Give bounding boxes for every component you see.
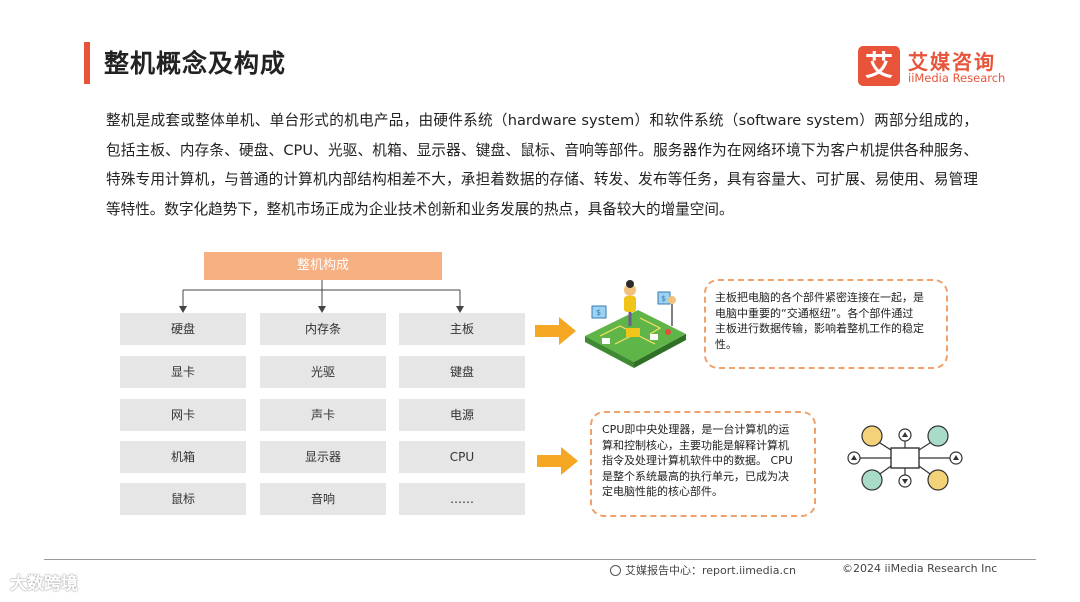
- svg-text:$: $: [596, 308, 601, 317]
- component-cell: 显示器: [260, 441, 386, 473]
- callout-line: 算和控制核心，主要功能是解释计算机: [602, 438, 789, 452]
- component-cell: 光驱: [260, 356, 386, 388]
- watermark: 大数跨境: [10, 574, 78, 594]
- component-cell: 音响: [260, 483, 386, 515]
- component-cell: 鼠标: [120, 483, 246, 515]
- logo-chinese-name: 艾媒咨询: [908, 50, 996, 74]
- component-cell: 网卡: [120, 399, 246, 431]
- callout-line: 定电脑性能的核心部件。: [602, 485, 723, 498]
- cpu-network-diagram-icon: [847, 425, 963, 491]
- footer-divider: [44, 559, 1036, 560]
- svg-text:$: $: [661, 294, 666, 303]
- component-cell: 显卡: [120, 356, 246, 388]
- footer-copyright: ©2024 iiMedia Research Inc: [842, 562, 998, 575]
- logo-mark-icon: 艾: [858, 46, 900, 86]
- report-center-icon: [610, 565, 621, 576]
- tree-root: 整机构成: [204, 252, 442, 280]
- footer-report-text: 艾媒报告中心：report.iimedia.cn: [625, 564, 796, 577]
- component-cell: 内存条: [260, 313, 386, 345]
- logo-english-name: iiMedia Research: [908, 71, 1006, 85]
- footer-report-center: 艾媒报告中心：report.iimedia.cn: [610, 562, 796, 578]
- callout-line: 是整个系统最高的执行单元，已成为决: [602, 469, 789, 483]
- callout-line: 指令及处理计算机软件中的数据。 CPU: [602, 454, 793, 467]
- callout-line: 主板把电脑的各个部件紧密连接在一起，是: [715, 291, 924, 304]
- intro-paragraph: 整机是成套或整体单机、单台形式的机电产品，由硬件系统（hardware syst…: [106, 112, 978, 218]
- motherboard-callout: 主板把电脑的各个部件紧密连接在一起，是 电脑中重要的“交通枢纽”。各个部件通过 …: [704, 279, 948, 369]
- component-cell: 主板: [399, 313, 525, 345]
- component-cell: 硬盘: [120, 313, 246, 345]
- component-cell: CPU: [399, 441, 525, 473]
- component-cell: 声卡: [260, 399, 386, 431]
- component-cell: 键盘: [399, 356, 525, 388]
- callout-line: 性。: [715, 337, 737, 351]
- component-cell: 机箱: [120, 441, 246, 473]
- callout-line: 电脑中重要的“交通枢纽”。各个部件通过: [715, 306, 914, 320]
- component-cell: ……: [399, 483, 525, 515]
- motherboard-illustration-icon: $ $: [585, 280, 686, 368]
- arrow-right-icon: [535, 317, 576, 345]
- brand-logo: 艾 艾媒咨询 iiMedia Research: [858, 46, 1018, 88]
- arrow-right-icon: [537, 447, 578, 475]
- callout-line: 主板进行数据传输，影响着整机工作的稳定: [715, 322, 924, 335]
- title-accent-bar: [84, 42, 90, 84]
- callout-line: CPU即中央处理器，是一台计算机的运: [602, 423, 790, 436]
- component-cell: 电源: [399, 399, 525, 431]
- cpu-callout: CPU即中央处理器，是一台计算机的运 算和控制核心，主要功能是解释计算机 指令及…: [590, 411, 816, 517]
- page-title: 整机概念及构成: [104, 49, 287, 78]
